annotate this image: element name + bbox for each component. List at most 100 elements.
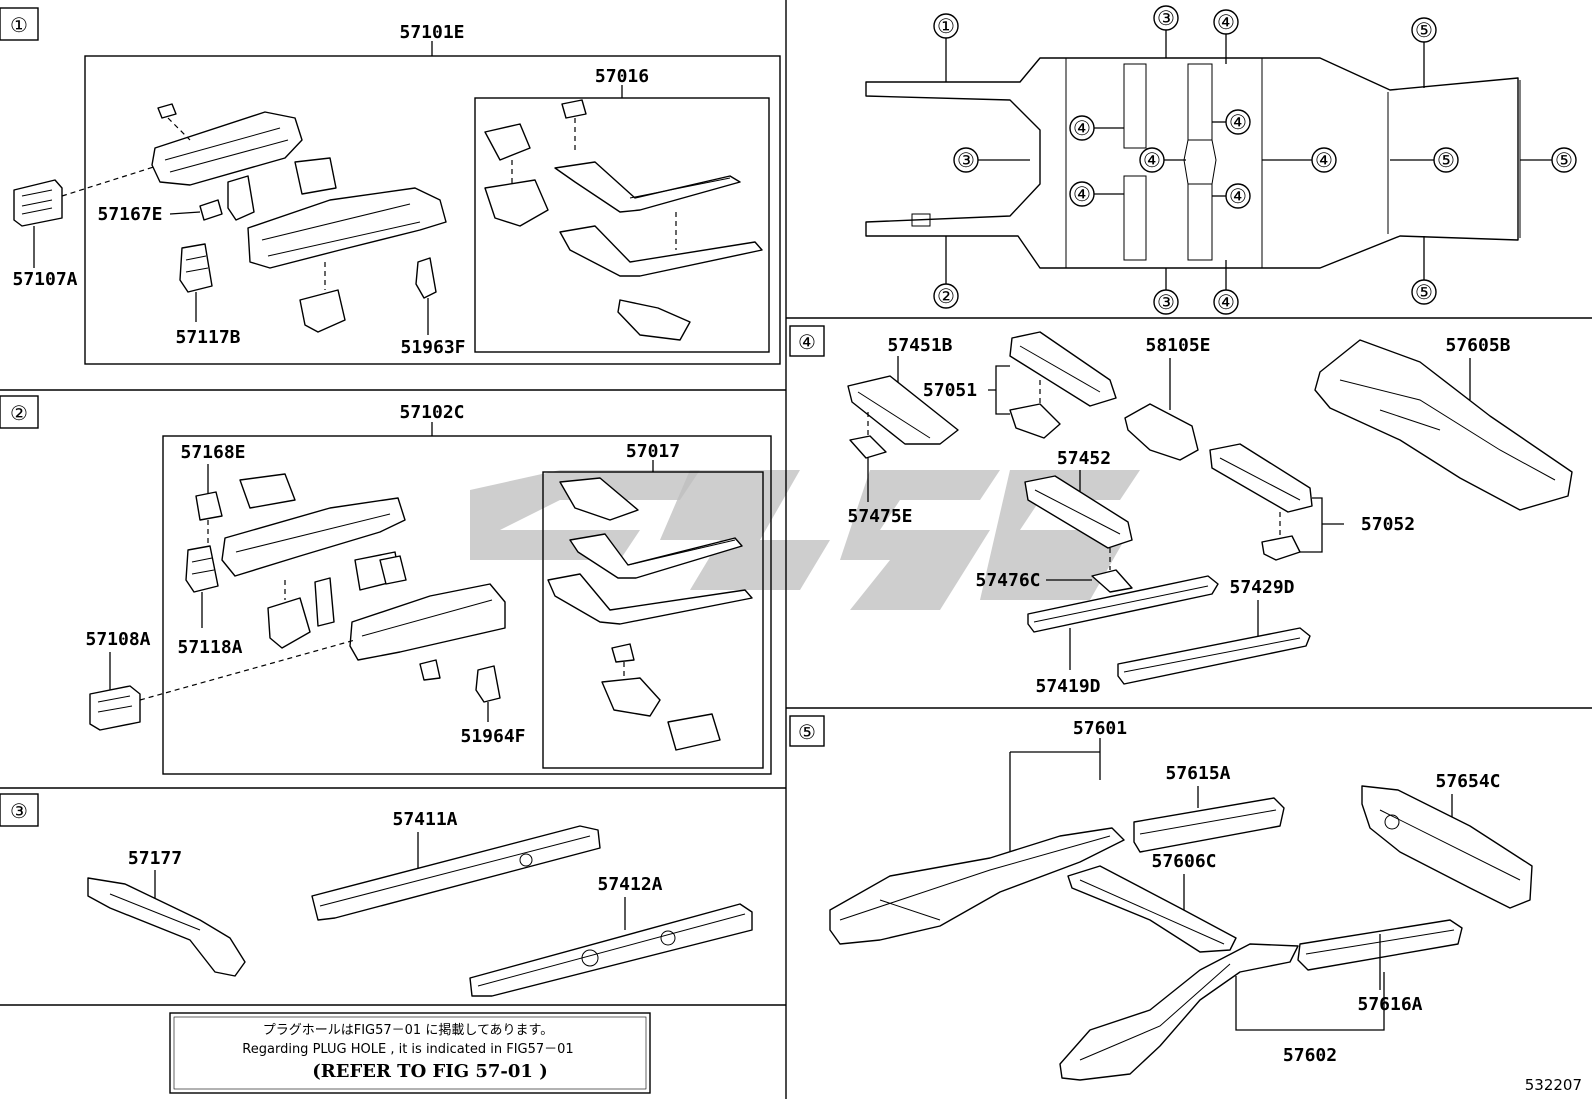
part-57419D-drawing: [1027, 575, 1219, 633]
overview-callout-5-mid[interactable]: ⑤: [1437, 148, 1455, 172]
part-lower-bracket-drawing: [299, 289, 346, 333]
note-line-refer[interactable]: (REFER TO FIG 57-01 ): [312, 1061, 547, 1082]
part-label-57118A[interactable]: 57118A: [177, 637, 242, 658]
part-label-57177[interactable]: 57177: [128, 848, 182, 869]
overview-callout-4-e[interactable]: ④: [1229, 184, 1247, 208]
note-line-japanese: プラグホールはFIG57－01 に掲載してあります。: [263, 1022, 554, 1038]
part-51964F-drawing: [475, 665, 501, 703]
part-57451B-drawing: [847, 375, 959, 445]
part-57411A-drawing: [311, 825, 601, 921]
overview-callout-4-bottom[interactable]: ④: [1217, 290, 1235, 314]
part-57429D-drawing: [1117, 627, 1311, 685]
part-57016-group-drawing: [484, 99, 763, 341]
part-bracket-2-drawing: [267, 551, 407, 649]
part-label-57616A[interactable]: 57616A: [1357, 994, 1422, 1015]
part-label-51964F[interactable]: 51964F: [460, 726, 525, 747]
part-label-57117B[interactable]: 57117B: [175, 327, 240, 348]
part-57052-drawing: [1209, 443, 1313, 561]
note-box: プラグホールはFIG57－01 に掲載してあります。 Regarding PLU…: [169, 1012, 651, 1094]
watermark-logo: [470, 470, 1140, 610]
part-57615A-drawing: [1133, 797, 1285, 853]
part-57118A-drawing: [185, 545, 219, 593]
overview-callout-2[interactable]: ②: [937, 284, 955, 308]
part-57167E-drawing: [199, 199, 223, 221]
overview-frame-outline: [865, 57, 1521, 269]
overview-callout-4-a[interactable]: ④: [1073, 116, 1091, 140]
part-label-57168E[interactable]: 57168E: [180, 442, 245, 463]
part-label-57615A[interactable]: 57615A: [1165, 763, 1230, 784]
part-label-57602[interactable]: 57602: [1283, 1045, 1337, 1066]
part-label-57654C[interactable]: 57654C: [1435, 771, 1500, 792]
part-label-57108A[interactable]: 57108A: [85, 629, 150, 650]
reference-number: 532207: [1525, 1076, 1582, 1094]
part-label-57451B[interactable]: 57451B: [887, 335, 952, 356]
part-label-57051[interactable]: 57051: [923, 380, 977, 401]
part-label-57606C[interactable]: 57606C: [1151, 851, 1216, 872]
part-57605B-drawing: [1314, 339, 1573, 511]
part-57107A-drawing: [13, 179, 63, 227]
part-label-57052[interactable]: 57052: [1361, 514, 1415, 535]
part-bracket-drawing: [227, 157, 337, 221]
part-57168E-drawing: [195, 491, 223, 548]
part-57108A-drawing: [89, 685, 141, 731]
section-4: ④ 57451B 57475E 57051 58105E 57605B: [789, 325, 1573, 697]
section-1: ① 57101E 57016 57107A 57167E: [0, 7, 781, 365]
part-57017-group-drawing: [547, 477, 753, 751]
part-57654C-drawing: [1361, 785, 1533, 909]
section-3-number: ③: [10, 799, 28, 823]
section-3: ③ 57177 57411A 57412A: [0, 793, 753, 997]
part-label-57017[interactable]: 57017: [626, 441, 680, 462]
part-label-57412A[interactable]: 57412A: [597, 874, 662, 895]
overview-callout-3-left[interactable]: ③: [957, 148, 975, 172]
section-5: ⑤ 57601 57615A 57654C 57606C: [789, 715, 1533, 1081]
overview-callout-4-f[interactable]: ④: [1315, 148, 1333, 172]
part-front-side-member-drawing: [247, 187, 447, 269]
overview-callout-4-b[interactable]: ④: [1229, 110, 1247, 134]
part-57177-drawing: [87, 877, 246, 977]
section-4-number: ④: [798, 330, 816, 354]
part-58105E-drawing: [1124, 403, 1199, 461]
overview-callout-5-bottom[interactable]: ⑤: [1415, 280, 1433, 304]
part-57606C-drawing: [1067, 865, 1237, 953]
part-57476C-drawing: [1091, 569, 1133, 593]
part-upper-rail-drawing: [151, 103, 303, 186]
section-2-number: ②: [10, 401, 28, 425]
part-label-57429D[interactable]: 57429D: [1229, 577, 1294, 598]
overview-callout-5-right[interactable]: ⑤: [1555, 148, 1573, 172]
part-label-57419D[interactable]: 57419D: [1035, 676, 1100, 697]
part-front-side-member-2-drawing: [349, 583, 506, 681]
part-upper-rail-2-drawing: [221, 473, 406, 577]
overview-callout-4-top[interactable]: ④: [1217, 10, 1235, 34]
part-label-58105E[interactable]: 58105E: [1145, 335, 1210, 356]
part-label-57016[interactable]: 57016: [595, 66, 649, 87]
part-label-57107A[interactable]: 57107A: [12, 269, 77, 290]
overview-callout-4-c[interactable]: ④: [1143, 148, 1161, 172]
part-label-57167E[interactable]: 57167E: [97, 204, 162, 225]
part-57475E-drawing: [849, 435, 887, 459]
overview-callouts: ① ② ③ ③ ③ ④ ④ ④ ④ ④ ④ ④: [933, 5, 1577, 315]
part-label-57601[interactable]: 57601: [1073, 718, 1127, 739]
part-label-57605B[interactable]: 57605B: [1445, 335, 1510, 356]
part-label-57411A[interactable]: 57411A: [392, 809, 457, 830]
overview-callout-5-top[interactable]: ⑤: [1415, 18, 1433, 42]
part-label-51963F[interactable]: 51963F: [400, 337, 465, 358]
overview-callout-3-top[interactable]: ③: [1157, 6, 1175, 30]
part-label-57452[interactable]: 57452: [1057, 448, 1111, 469]
part-label-57476C[interactable]: 57476C: [975, 570, 1040, 591]
part-57117B-drawing: [179, 243, 213, 293]
overview-callout-4-d[interactable]: ④: [1073, 182, 1091, 206]
part-51963F-drawing: [415, 257, 437, 299]
section-2: ② 57102C 57017 57168E 57118A: [0, 395, 772, 775]
overview-callout-1[interactable]: ①: [937, 14, 955, 38]
section-1-number: ①: [10, 13, 28, 37]
section-5-number: ⑤: [798, 720, 816, 744]
note-line-english: Regarding PLUG HOLE , it is indicated in…: [242, 1042, 573, 1057]
part-label-57101E[interactable]: 57101E: [399, 22, 464, 43]
part-label-57102C[interactable]: 57102C: [399, 402, 464, 423]
part-57051-drawing: [1009, 331, 1117, 439]
part-57601-drawing: [829, 827, 1125, 945]
overview-callout-3-bottom[interactable]: ③: [1157, 290, 1175, 314]
part-label-57475E[interactable]: 57475E: [847, 506, 912, 527]
